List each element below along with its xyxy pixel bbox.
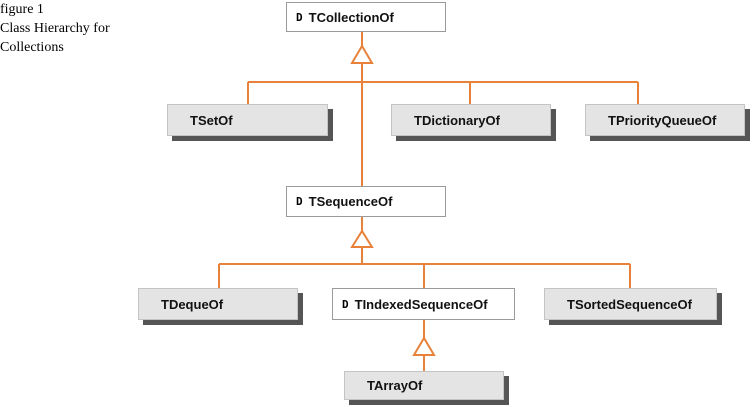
- abstract-marker: D: [342, 297, 349, 311]
- class-node-tindexedsequenceof: D TIndexedSequenceOf: [332, 288, 515, 320]
- class-node-tsortedsequenceof: TSortedSequenceOf: [544, 288, 717, 320]
- class-name: TIndexedSequenceOf: [354, 296, 488, 312]
- class-node-tsequenceof: D TSequenceOf: [286, 186, 446, 217]
- class-node-tsetof: TSetOf: [167, 104, 328, 136]
- class-node-tdequeof: TDequeOf: [138, 288, 298, 320]
- class-name: TSortedSequenceOf: [567, 296, 692, 312]
- class-name: TCollectionOf: [308, 9, 394, 25]
- inheritance-arrow-collection: [350, 44, 374, 64]
- class-node-tdictionaryof: TDictionaryOf: [391, 104, 551, 136]
- class-node-tpriorityqueueof: TPriorityQueueOf: [585, 104, 745, 136]
- inheritance-arrow-sequence: [350, 229, 374, 248]
- abstract-marker: D: [296, 195, 303, 208]
- caption-line-1: figure 1: [0, 2, 44, 17]
- figure-caption: figure 1 Class Hierarchy for Collections: [0, 0, 110, 57]
- caption-line-2: Class Hierarchy for: [0, 21, 110, 36]
- caption-line-3: Collections: [0, 40, 64, 55]
- class-node-tcollectionof: D TCollectionOf: [286, 2, 446, 32]
- class-name: TArrayOf: [367, 378, 423, 393]
- class-name: TSequenceOf: [308, 194, 393, 209]
- class-name: TDequeOf: [161, 296, 224, 312]
- inheritance-arrow-indexed: [412, 336, 436, 356]
- abstract-marker: D: [296, 10, 303, 24]
- class-node-tarrayof: TArrayOf: [344, 371, 504, 400]
- class-name: TPriorityQueueOf: [608, 112, 717, 128]
- class-name: TDictionaryOf: [414, 112, 500, 128]
- class-name: TSetOf: [190, 112, 233, 128]
